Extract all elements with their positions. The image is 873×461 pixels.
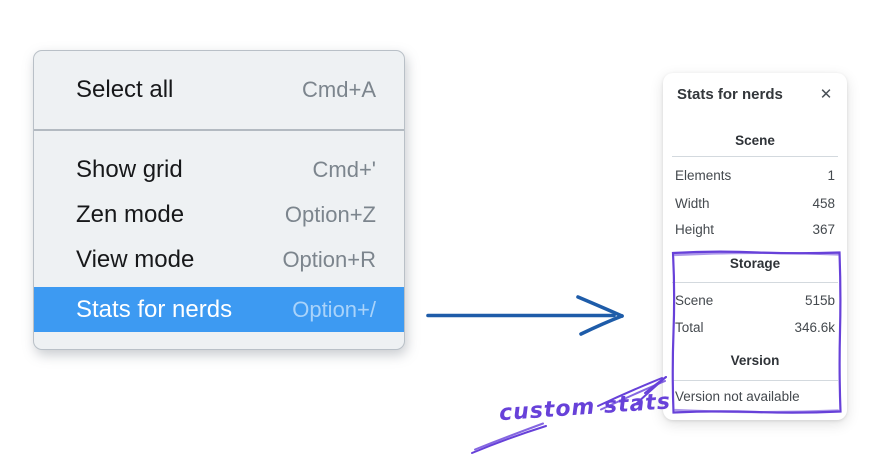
stat-label: Width [675, 196, 710, 211]
stat-row-width: Width 458 [675, 196, 835, 211]
stat-label: Elements [675, 168, 732, 183]
context-menu: Select all Cmd+A Show grid Cmd+' Zen mod… [33, 50, 405, 350]
stat-row-scene-storage: Scene 515b [675, 293, 835, 308]
menu-group: Show grid Cmd+' Zen mode Option+Z View m… [34, 131, 404, 332]
stat-row-height: Height 367 [675, 222, 835, 237]
menu-item-shortcut: Cmd+A [302, 77, 376, 102]
menu-item-shortcut: Option+Z [284, 201, 376, 227]
menu-item-label: Show grid [76, 155, 183, 183]
section-heading-version: Version [730, 353, 780, 368]
stat-label: Scene [675, 293, 714, 308]
close-icon[interactable]: ✕ [819, 86, 833, 103]
stat-label: Height [675, 222, 715, 237]
menu-item-select-all[interactable]: Select all Cmd+A [34, 51, 404, 129]
menu-item-label: Stats for nerds [76, 295, 233, 323]
version-note: Version not available [675, 389, 800, 404]
stats-panel: Stats for nerds ✕ Scene Elements 1 Width… [663, 73, 847, 420]
stat-value: 1 [827, 168, 835, 183]
stat-value: 346.6k [794, 320, 835, 335]
menu-item-shortcut: Option+/ [292, 296, 376, 322]
menu-item-shortcut: Option+R [282, 246, 376, 272]
menu-item-view-mode[interactable]: View mode Option+R [34, 237, 404, 282]
menu-item-stats-for-nerds[interactable]: Stats for nerds Option+/ [34, 287, 404, 332]
stat-value: 515b [804, 293, 835, 308]
section-heading-scene: Scene [735, 133, 775, 148]
section-heading-storage: Storage [729, 256, 781, 271]
stat-row-elements: Elements 1 [675, 168, 835, 183]
menu-divider [34, 129, 404, 131]
annotation-label: custom stats [498, 389, 672, 427]
stat-value: 367 [812, 222, 835, 237]
stat-row-total-storage: Total 346.6k [675, 320, 835, 335]
section-divider [672, 282, 838, 283]
stat-value: 458 [812, 196, 835, 211]
menu-item-zen-mode[interactable]: Zen mode Option+Z [34, 192, 404, 237]
menu-item-shortcut: Cmd+' [312, 156, 377, 182]
menu-item-label: View mode [76, 245, 195, 273]
stat-label: Total [675, 320, 704, 335]
section-divider [672, 156, 838, 157]
stats-panel-title: Stats for nerds [677, 86, 783, 103]
menu-item-label: Select all [76, 76, 174, 103]
section-divider [672, 380, 838, 381]
menu-item-show-grid[interactable]: Show grid Cmd+' [34, 147, 404, 192]
menu-item-label: Zen mode [76, 200, 185, 228]
